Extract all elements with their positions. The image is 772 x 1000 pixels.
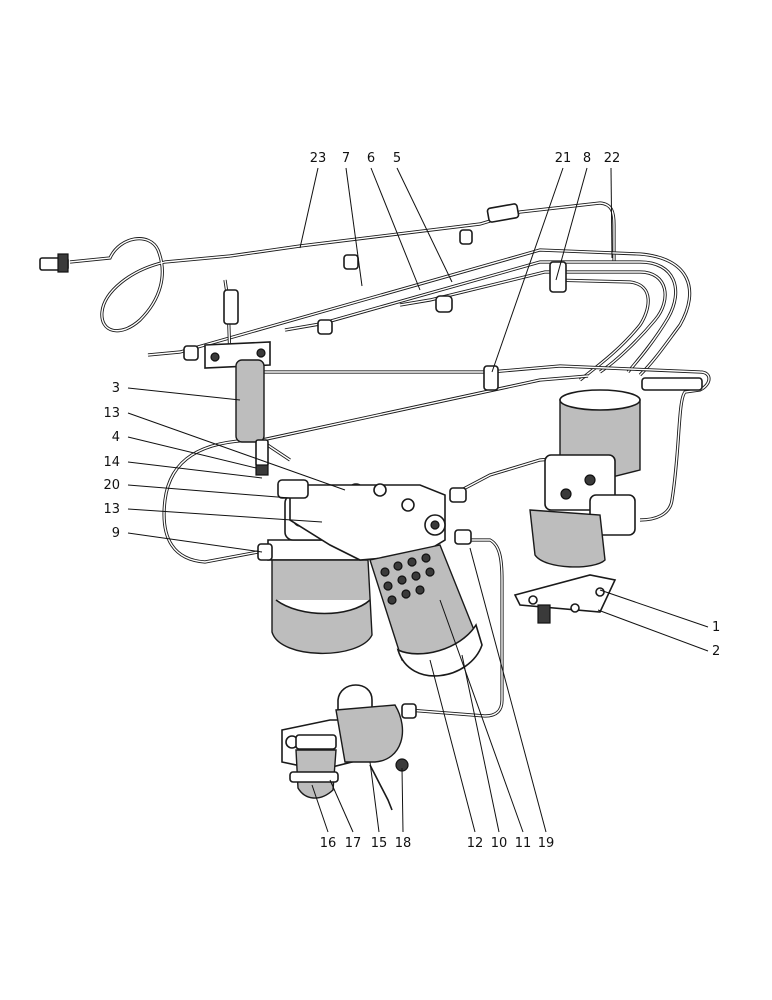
label-19: 19 — [538, 836, 555, 851]
label-4: 4 — [112, 430, 120, 445]
pipe-unions — [39, 203, 567, 719]
label-3: 3 — [112, 381, 120, 396]
label-18: 18 — [395, 836, 412, 851]
label-8: 8 — [583, 151, 591, 166]
injector — [204, 289, 271, 476]
label-15: 15 — [371, 836, 388, 851]
sediment-bowl — [289, 734, 339, 799]
label-2: 2 — [712, 644, 720, 659]
return-pipe — [223, 279, 711, 522]
label-5: 5 — [393, 151, 401, 166]
injection-pump — [513, 377, 703, 624]
label-21: 21 — [555, 151, 572, 166]
lift-pump-pipe — [407, 538, 504, 718]
label-17: 17 — [345, 836, 362, 851]
leak-off-pipe — [69, 201, 616, 333]
label-20: 20 — [103, 478, 120, 493]
part-labels: 23 7 6 5 21 8 22 3 13 4 14 20 13 9 1 2 1… — [103, 151, 720, 851]
label-13-upper: 13 — [103, 406, 120, 421]
label-14: 14 — [103, 455, 120, 470]
label-22: 22 — [604, 151, 621, 166]
label-23: 23 — [310, 151, 327, 166]
label-7: 7 — [342, 151, 350, 166]
label-10: 10 — [491, 836, 508, 851]
label-16: 16 — [320, 836, 337, 851]
label-1: 1 — [712, 620, 720, 635]
label-13-lower: 13 — [103, 502, 120, 517]
filter-element — [369, 544, 483, 677]
label-11: 11 — [515, 836, 532, 851]
label-12: 12 — [467, 836, 484, 851]
label-9: 9 — [112, 526, 120, 541]
injector-pipes — [147, 248, 692, 382]
leader-lines — [127, 167, 709, 833]
label-6: 6 — [367, 151, 375, 166]
